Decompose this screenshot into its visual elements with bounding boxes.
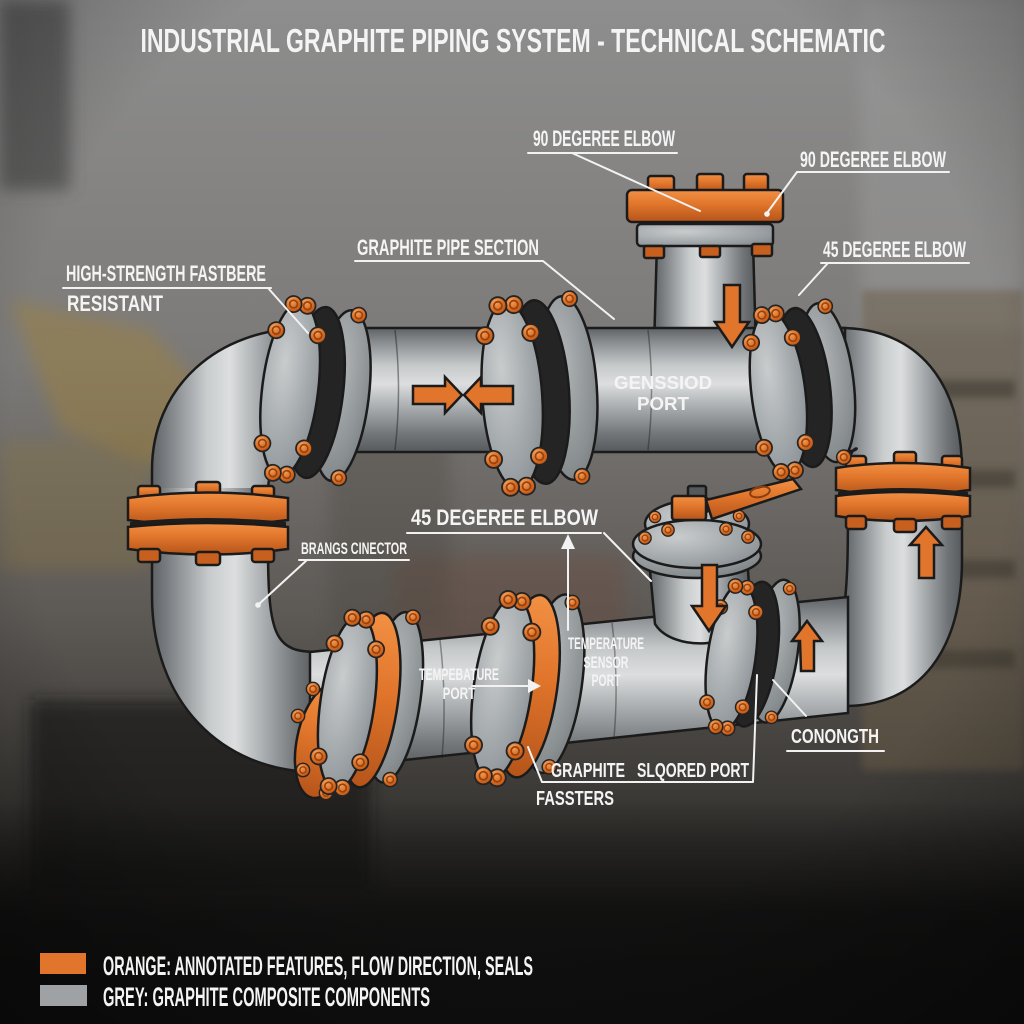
label-elbow-90-top: 90 DEGEREE ELBOW: [533, 126, 675, 151]
label-conongth: CONONGTH: [791, 726, 879, 748]
flow-direction-arrow-right: [411, 373, 464, 417]
leader-slqored: [527, 674, 758, 783]
label-pipe-section: GRAPHITE PIPE SECTION: [357, 235, 539, 260]
leader-lines: [62, 152, 970, 783]
label-high-strength-2: RESISTANT: [67, 291, 163, 316]
label-temp-port-2: PORT: [443, 684, 476, 703]
flange-bolt: [750, 242, 774, 258]
legend-orange-label: ORANGE: ANNOTATED FEATURES, FLOW DIRECTI…: [103, 951, 533, 981]
flange-joint-top-right: [741, 297, 857, 482]
label-brangs: BRANGS CINECTOR: [301, 539, 407, 558]
label-genssiod-2: PORT: [637, 394, 689, 414]
pipe-seam: [647, 329, 653, 451]
valve-lever-slot: [749, 485, 771, 499]
legend-grey-label: GREY: GRAPHITE COMPOSITE COMPONENTS: [103, 982, 430, 1012]
leader-arrowhead-right: [528, 679, 541, 693]
leader-elbow-45-right: [798, 262, 970, 296]
flow-direction-arrow-down-tee: [712, 283, 752, 350]
label-high-strength-1: HIGH-STRENGTH FASTBERE: [66, 261, 266, 286]
orange-seal-flange-right: [834, 450, 972, 534]
leader-elbow-90-right: [766, 171, 950, 214]
flange-joint-bottom-left: [308, 607, 425, 798]
label-temp-sensor-3: PORT: [592, 671, 621, 690]
flange-joint-top-left: [252, 294, 372, 488]
flange-bolt: [642, 244, 666, 260]
orange-seal-flange-left: [126, 480, 290, 567]
label-elbow-45-mid: 45 DEGEREE ELBOW: [411, 505, 598, 530]
flow-direction-arrow-down-valve: [689, 563, 729, 634]
pipe-seam: [611, 622, 617, 739]
flange-joint-bottom-right: [698, 577, 801, 738]
valve-flange-upper: [631, 518, 763, 570]
flow-direction-arrow-up-mid: [789, 618, 825, 673]
flow-direction-arrow-up-right: [907, 525, 945, 580]
label-slqored: SLQORED PORT: [637, 760, 749, 782]
leader-pipe-section: [354, 260, 615, 320]
valve-assembly: [631, 477, 804, 645]
flange-bolt: [698, 244, 722, 259]
label-genssiod-1: GENSSIOD: [614, 373, 712, 393]
leader-brangs: [258, 559, 410, 605]
leader-elbow-45-mid: [406, 532, 652, 631]
label-elbow-90-right: 90 DEGEREE ELBOW: [800, 147, 946, 172]
annotations: INDUSTRIAL GRAPHITE PIPING SYSTEM - TECH…: [66, 22, 966, 810]
elbow-45-right-lower: [843, 468, 964, 708]
leader-high-strength: [62, 287, 309, 334]
legend: ORANGE: ANNOTATED FEATURES, FLOW DIRECTI…: [40, 951, 533, 1012]
piping-system: [126, 172, 972, 801]
leader-dot: [255, 602, 261, 608]
label-elbow-45-right: 45 DEGEREE ELBOW: [823, 237, 966, 262]
top-flange-grey-plate: [635, 222, 775, 248]
legend-swatch-grey: [40, 985, 87, 1006]
valve-lever-pivot: [670, 494, 708, 522]
pipe-seam: [439, 639, 445, 759]
legend-swatch-orange: [40, 953, 86, 974]
leader-elbow-90-top: [527, 152, 701, 212]
label-temp-sensor-1: TEMPERATURE: [568, 634, 644, 653]
label-temp-sensor-2: SENSOR: [584, 653, 629, 672]
elbow-90-right-assembly: [834, 326, 972, 708]
leader-dot: [764, 211, 770, 217]
pipe-seam: [394, 329, 400, 451]
page-title: INDUSTRIAL GRAPHITE PIPING SYSTEM - TECH…: [141, 22, 886, 59]
label-temp-port-1: TEMPEBATURE: [419, 665, 499, 684]
leader-arrowhead-up: [561, 534, 575, 549]
label-fassters-2: FASSTERS: [536, 788, 614, 810]
top-flange-orange-plate: [625, 188, 785, 224]
flow-direction-arrow-left: [462, 373, 515, 417]
label-fassters-1: GRAPHITE: [551, 760, 625, 782]
leader-conongth: [772, 679, 885, 752]
